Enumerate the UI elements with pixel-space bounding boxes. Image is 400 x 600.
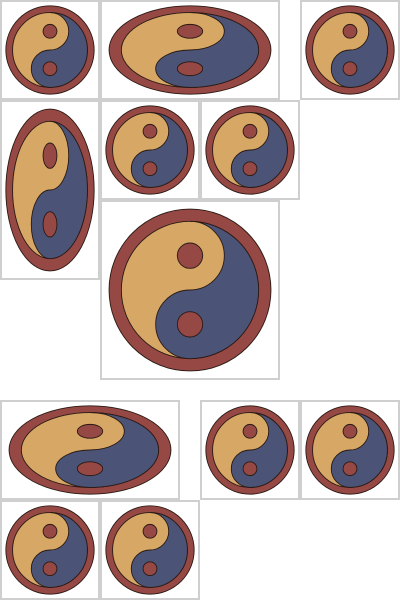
yin-yang-tile-12 [100,500,200,600]
yin-yang-symbol [102,502,198,598]
yin-yang-symbol [202,102,298,198]
upper-dot [243,124,257,138]
yin-yang-tile-7 [100,200,280,380]
upper-dot [343,424,357,438]
yin-yang-symbol [102,2,278,98]
upper-dot [77,424,102,438]
yin-yang-symbol [202,402,298,498]
upper-dot [343,24,357,38]
upper-dot [43,24,57,38]
lower-dot [43,562,57,576]
lower-dot [77,462,102,476]
upper-dot [143,124,157,138]
yin-yang-tile-6 [200,100,300,200]
upper-dot [243,424,257,438]
yin-yang-symbol [302,2,398,98]
yin-yang-symbol [102,102,198,198]
yin-yang-tile-1 [0,0,100,100]
yin-yang-tile-9 [200,400,300,500]
upper-dot [43,524,57,538]
yin-yang-symbol [302,402,398,498]
lower-dot [343,62,357,76]
yin-yang-tile-4 [0,100,100,280]
lower-dot [143,562,157,576]
lower-dot [343,462,357,476]
yin-yang-symbol [2,2,98,98]
yin-yang-tile-3 [300,0,400,100]
lower-dot [43,212,57,237]
upper-dot [43,143,57,168]
yin-yang-tile-5 [100,100,200,200]
yin-yang-symbol [2,102,98,278]
yin-yang-tile-10 [300,400,400,500]
lower-dot [143,162,157,176]
lower-dot [177,312,202,337]
yin-yang-symbol [2,402,178,498]
lower-dot [177,62,202,76]
yin-yang-symbol [2,502,98,598]
upper-dot [143,524,157,538]
lower-dot [243,462,257,476]
yin-yang-tile-11 [0,500,100,600]
lower-dot [243,162,257,176]
lower-dot [43,62,57,76]
upper-dot [177,243,202,268]
yin-yang-symbol [102,202,278,378]
upper-dot [177,24,202,38]
yin-yang-tile-2 [100,0,280,100]
yin-yang-tile-8 [0,400,180,500]
